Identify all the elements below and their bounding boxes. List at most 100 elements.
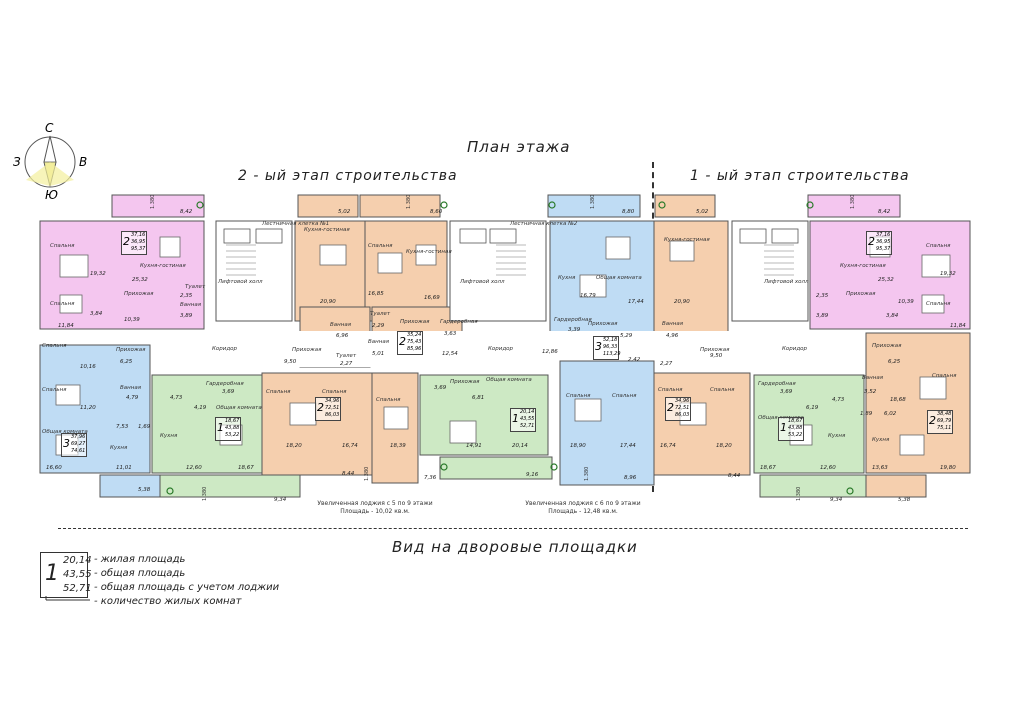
area-h7: 18,20 xyxy=(716,443,732,449)
apartment-rooms: 2 xyxy=(399,335,406,348)
area-e6: 3,63 xyxy=(444,331,457,337)
elev-mark-8: 1.380 xyxy=(796,487,802,501)
apartment-area-c: 75,11 xyxy=(937,425,952,431)
label-bedroom-6: Спальня xyxy=(42,343,67,349)
area-c6: 9,34 xyxy=(274,497,287,503)
apartment-area-b: 43,55 xyxy=(520,416,535,422)
label-elevator-hall-1: Лифтовой холл xyxy=(217,279,263,285)
area-h5: 2,27 xyxy=(660,361,673,367)
label-hall-7: Прихожая xyxy=(116,347,146,353)
elev-mark-6: 1.380 xyxy=(584,467,590,481)
apartment-area-b: 72,51 xyxy=(325,405,340,411)
area-b8: 5,38 xyxy=(138,487,151,493)
loggia-note-right-area: Площадь - 12,48 кв.м. xyxy=(548,508,618,515)
apartment-area-b: 36,95 xyxy=(876,239,891,245)
area-d5: 2,27 xyxy=(340,361,353,367)
area-i6: 9,34 xyxy=(830,497,843,503)
area-f1: 3,69 xyxy=(434,385,447,391)
area-d3: 9,50 xyxy=(284,359,297,365)
label-bedroom-12: Спальня xyxy=(612,393,637,399)
area-f3: 14,91 xyxy=(466,443,482,449)
apartment-area-a: 37,16 xyxy=(131,232,146,238)
apartment-area-a: 52,18 xyxy=(603,337,618,343)
apartment-rooms: 2 xyxy=(929,414,936,427)
label-hall-6: Прихожая xyxy=(846,291,876,297)
apartment-rooms: 3 xyxy=(595,340,602,353)
apartment-area-c: 95,37 xyxy=(131,246,146,252)
area-c3: 3,69 xyxy=(222,389,235,395)
area-d7: 16,74 xyxy=(342,443,358,449)
label-kitchen-5: Кухня xyxy=(872,437,890,443)
apartment-rooms: 2 xyxy=(123,235,130,248)
apartment-area-a: 34,96 xyxy=(675,398,690,404)
label-hall-9: Прихожая xyxy=(872,343,902,349)
area-e3: 16,69 xyxy=(424,295,440,301)
label-wardrobe-3: Гардеробная xyxy=(206,381,244,387)
label-wardrobe-2: Гардеробная xyxy=(554,317,592,323)
area-i2: 4,73 xyxy=(832,397,845,403)
area-c2: 18,67 xyxy=(238,465,254,471)
apartment-area-b: 69,79 xyxy=(937,418,952,424)
area-g3: 17,44 xyxy=(628,299,644,305)
area-i1: 3,69 xyxy=(780,389,793,395)
floor-plan: Коридор Коридор Коридор Спальня Спальня … xyxy=(39,194,971,503)
label-bath-2: Ванная xyxy=(330,322,352,328)
label-bedroom-8: Спальня xyxy=(266,389,291,395)
area-d4: 6,96 xyxy=(336,333,349,339)
elev-mark-7: 1.380 xyxy=(202,487,208,501)
area-g10: 8,96 xyxy=(624,475,637,481)
area-k6: 13,63 xyxy=(872,465,888,471)
loggia-note-left-area: Площадь - 10,02 кв.м. xyxy=(340,508,410,515)
area-h8: 8,44 xyxy=(728,473,741,479)
label-bedroom-11: Спальня xyxy=(566,393,591,399)
apartment-area-b: 96,33 xyxy=(603,344,618,350)
elev-mark-4: 1.380 xyxy=(850,195,856,209)
area-k3: 3,52 xyxy=(864,389,877,395)
area-a4: 11,84 xyxy=(58,323,74,329)
area-h2: 20,90 xyxy=(674,299,690,305)
courtyard-title: Вид на дворовые площадки xyxy=(392,538,638,556)
label-stair-2: Лестничная клетка №2 xyxy=(509,221,578,227)
label-common-3: Общая комната xyxy=(216,405,262,411)
label-kitchen-3: Кухня xyxy=(160,433,178,439)
label-hall-8: Прихожая xyxy=(450,379,480,385)
area-b1: 16,60 xyxy=(46,465,62,471)
label-hall-1: Прихожая xyxy=(124,291,154,297)
area-g4: 3,39 xyxy=(568,327,581,333)
apartment-area-c: 95,37 xyxy=(876,246,891,252)
area-c1: 12,60 xyxy=(186,465,202,471)
apartment-rooms: 1 xyxy=(512,412,519,425)
loggia-note-left: Увеличенная лоджия с 5 по 9 этажи Площад… xyxy=(300,500,450,516)
area-j8: 3,89 xyxy=(816,313,829,319)
label-bedroom-9: Спальня xyxy=(322,389,347,395)
area-i3: 6,19 xyxy=(806,405,819,411)
area-g1: 8,80 xyxy=(622,209,635,215)
label-bedroom-13: Спальня xyxy=(658,387,683,393)
loggia-note-left-title: Увеличенная лоджия с 5 по 9 этажи xyxy=(317,500,433,507)
apartment-area-a: 18,67 xyxy=(225,418,240,424)
label-bedroom-5: Спальня xyxy=(926,301,951,307)
area-j3: 25,32 xyxy=(878,277,894,283)
label-bedroom-2: Спальня xyxy=(50,301,75,307)
area-g2: 16,79 xyxy=(580,293,596,299)
apartment-area-a: 35,24 xyxy=(407,332,422,338)
courtyard-divider xyxy=(58,528,968,529)
label-hall-3: Прихожая xyxy=(400,319,430,325)
area-i4: 18,67 xyxy=(760,465,776,471)
label-common-2: Общая комната xyxy=(42,429,88,435)
label-hall-4: Прихожая xyxy=(588,321,618,327)
apartment-area-c: 86,03 xyxy=(325,412,340,418)
label-bath-1: Ванная xyxy=(180,302,202,308)
label-elevator-hall-3: Лифтовой холл xyxy=(763,279,809,285)
area-c4: 4,73 xyxy=(170,395,183,401)
label-wardrobe-1: Гардеробная xyxy=(440,319,478,325)
area-g7: 2,42 xyxy=(628,357,641,363)
apartment-area-b: 69,27 xyxy=(71,441,86,447)
area-g6: 12,86 xyxy=(542,349,558,355)
